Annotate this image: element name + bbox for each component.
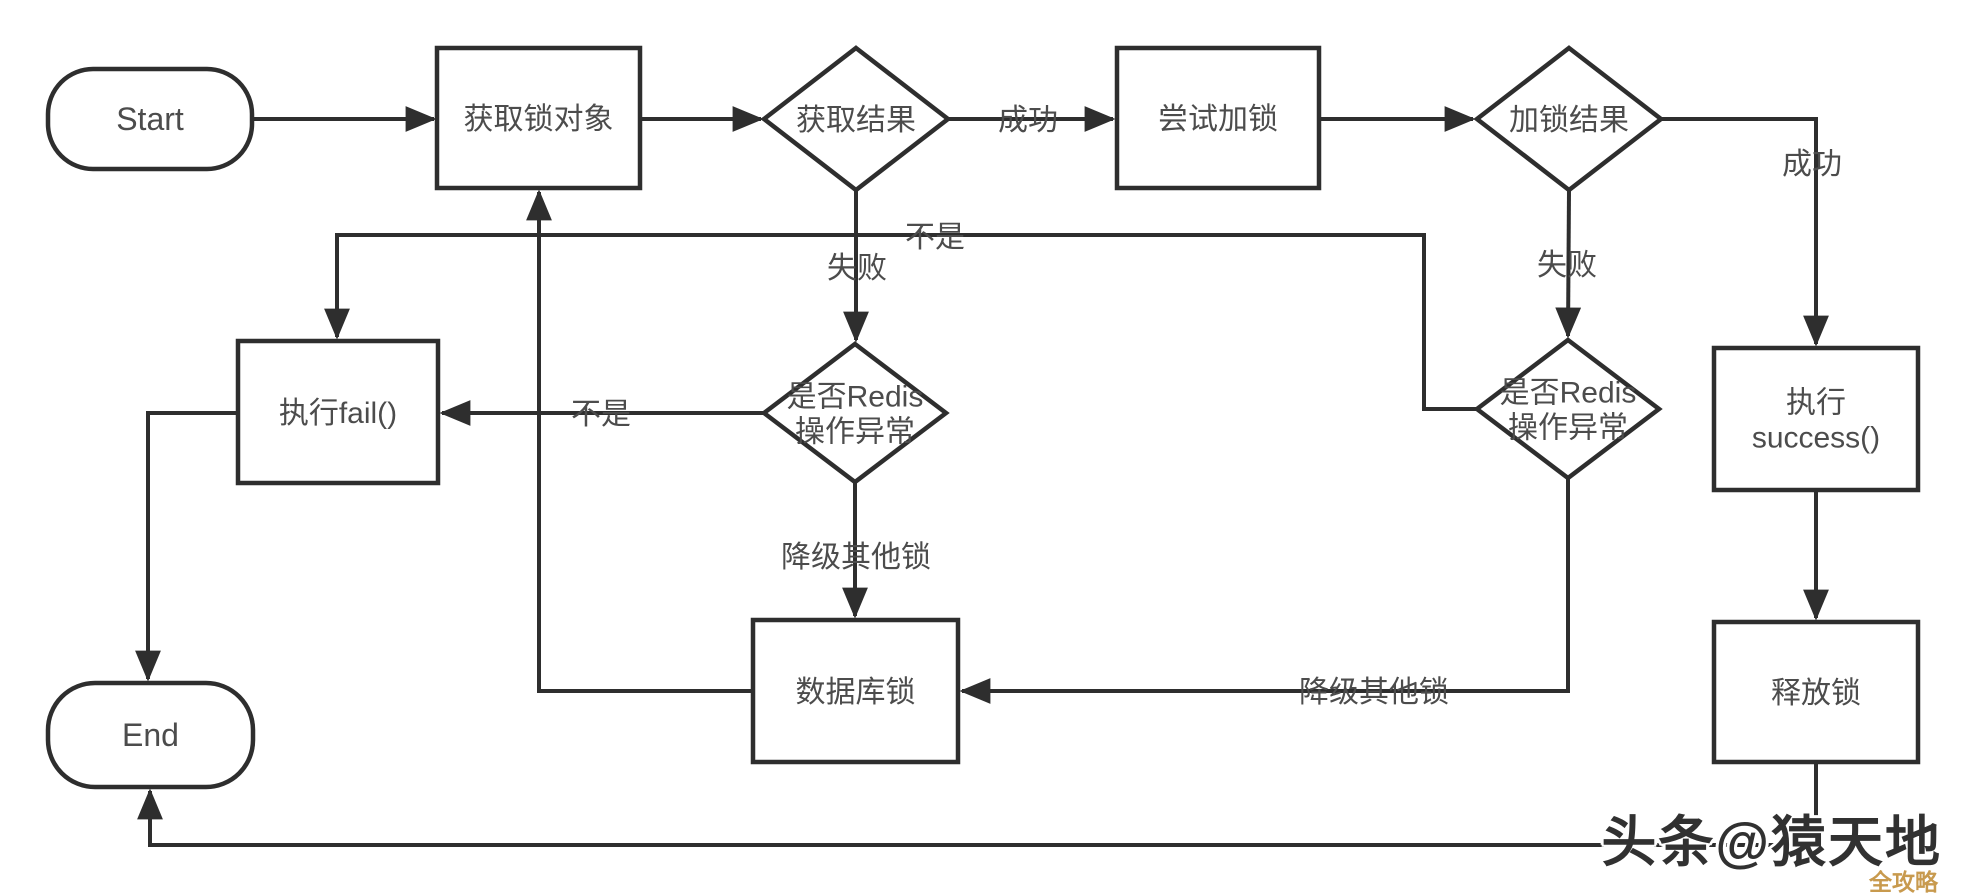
- end-shape: [45, 680, 256, 790]
- node-end: End: [45, 680, 256, 790]
- watermark: 头条@猿天地 全攻略: [1601, 811, 1942, 895]
- node-start: Start: [45, 66, 255, 172]
- db-lock-shape: [750, 617, 961, 765]
- lock-result-shape: [1473, 45, 1665, 193]
- start-label-line: Start: [116, 101, 184, 137]
- edge-db-lock-to-get-lock-object: [526, 189, 753, 693]
- release-lock-label: 释放锁: [1771, 677, 1861, 710]
- watermark-sub-text: 全攻略: [1869, 868, 1938, 895]
- end-label: End: [122, 717, 179, 753]
- get-result-label-line: 获取结果: [796, 104, 916, 137]
- get-result-shape: [760, 45, 952, 193]
- start-shape: [45, 66, 255, 172]
- start-label: Start: [116, 101, 184, 137]
- edge-lock-result-to-redis-check-2: [1555, 189, 1582, 339]
- edge-release-lock-to-end: [137, 762, 1818, 847]
- redis-check-2-label-line: 是否Redis: [1500, 377, 1637, 410]
- try-lock-label: 尝试加锁: [1158, 103, 1278, 136]
- node-exec-fail: 执行fail(): [235, 338, 441, 486]
- edge-label-lock-result-to-redis-check-2: 失败: [1537, 249, 1597, 282]
- redis-check-2-shape: [1473, 337, 1663, 481]
- exec-success-shape: [1711, 345, 1921, 493]
- edge-label-redis-check-2-to-db-lock: 降级其他锁: [1299, 676, 1449, 709]
- edge-redis-check-2-to-db-lock: [959, 478, 1570, 704]
- exec-fail-label: 执行fail(): [279, 397, 397, 430]
- end-label-line: End: [122, 717, 179, 753]
- exec-fail-label-line: 执行fail(): [279, 397, 397, 430]
- try-lock-shape: [1114, 45, 1322, 191]
- node-db-lock: 数据库锁: [750, 617, 961, 765]
- edge-label-lock-result-to-exec-success: 成功: [1782, 148, 1842, 181]
- db-lock-label: 数据库锁: [796, 676, 916, 709]
- edge-label-redis-check-1-to-db-lock: 降级其他锁: [781, 541, 931, 574]
- exec-success-label-line: success(): [1752, 422, 1880, 455]
- redis-check-1-shape: [760, 341, 950, 485]
- get-lock-object-label-line: 获取锁对象: [464, 103, 614, 136]
- node-lock-result: 加锁结果: [1473, 45, 1665, 193]
- get-result-label: 获取结果: [796, 104, 916, 137]
- redis-check-1-label-line: 是否Redis: [787, 381, 924, 414]
- watermark-main-text: 头条@猿天地: [1601, 811, 1942, 874]
- get-lock-object-shape: [434, 45, 643, 191]
- redis-check-2-label-line: 操作异常: [1508, 412, 1628, 445]
- exec-success-label-line: 执行: [1786, 387, 1846, 420]
- lock-result-label: 加锁结果: [1509, 104, 1629, 137]
- lock-result-label-line: 加锁结果: [1509, 104, 1629, 137]
- edge-label-redis-check-2-to-exec-fail: 不是: [905, 221, 965, 254]
- release-lock-shape: [1711, 619, 1921, 765]
- edge-label-redis-check-1-to-exec-fail: 不是: [571, 398, 631, 431]
- edge-label-get-result-to-redis-check-1: 失败: [827, 252, 887, 285]
- edge-lock-result-to-exec-success: [1661, 117, 1829, 347]
- edge-layer: [135, 106, 1829, 847]
- try-lock-label-line: 尝试加锁: [1158, 103, 1278, 136]
- node-get-result: 获取结果: [760, 45, 952, 193]
- edge-label-get-result-to-try-lock: 成功: [998, 104, 1058, 137]
- get-lock-object-label: 获取锁对象: [464, 103, 614, 136]
- redis-check-1-label-line: 操作异常: [795, 416, 915, 449]
- edge-label-layer: 成功成功失败失败不是不是降级其他锁降级其他锁: [571, 104, 1842, 709]
- node-try-lock: 尝试加锁: [1114, 45, 1322, 191]
- node-release-lock: 释放锁: [1711, 619, 1921, 765]
- edge-exec-fail-to-end: [135, 411, 238, 682]
- release-lock-label-line: 释放锁: [1771, 677, 1861, 710]
- edge-redis-check-2-to-exec-fail: [324, 233, 1477, 411]
- exec-fail-shape: [235, 338, 441, 486]
- node-get-lock-object: 获取锁对象: [434, 45, 643, 191]
- db-lock-label-line: 数据库锁: [796, 676, 916, 709]
